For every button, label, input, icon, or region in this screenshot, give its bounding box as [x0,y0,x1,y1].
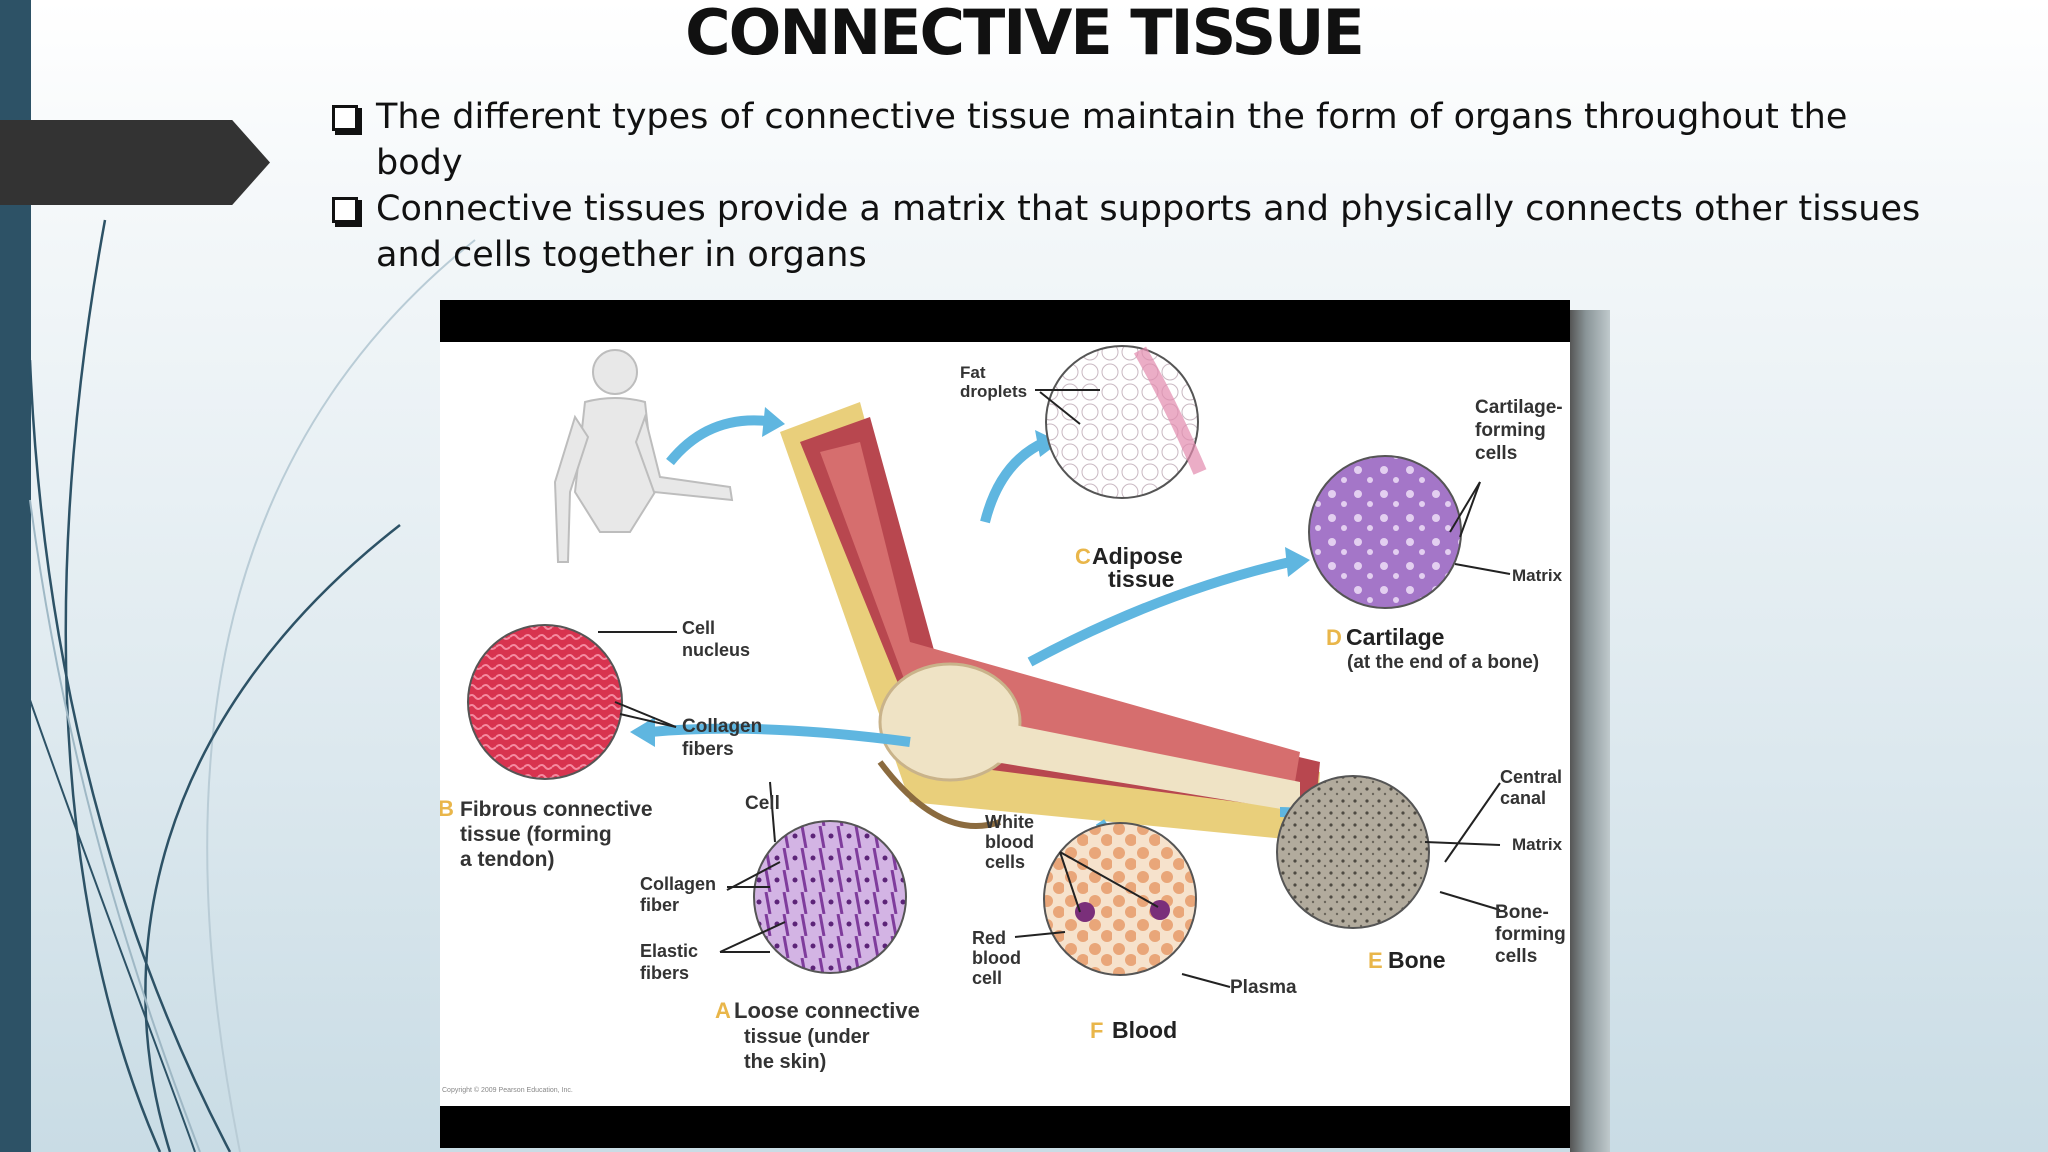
matrix-cartilage-label: Matrix [1512,566,1563,585]
fibrous-label-line: Fibrous connective [460,798,653,821]
collagen-fibers-label-line: fibers [682,739,734,760]
white-blood-label-line: cells [985,852,1025,872]
cartilage-label-line: Cartilage [1346,624,1444,650]
loose-label-line: tissue (under [744,1026,870,1048]
fibrous-letter: B [440,796,454,821]
checkbox-bullet-icon [332,105,362,135]
red-blood-label-line: blood [972,948,1021,968]
loose-label-line: Loose connective [734,998,920,1023]
tissue-illustration: Fat droplets C Adipose tissue Cartilage-… [440,345,1566,1094]
fibrous-tissue-circle [467,624,623,780]
collagen-fiber-label-line: Collagen [640,874,716,894]
leader-lines [598,389,1511,988]
elastic-fibers-label-line: fibers [640,963,689,983]
bullet-list: The different types of connective tissue… [330,94,1930,278]
bone-forming-label-line: cells [1495,946,1537,967]
loose-letter: A [715,998,731,1023]
central-canal-label-line: canal [1500,788,1546,808]
loose-tissue-circle [753,820,907,974]
figure-top-band [440,300,1570,342]
cartilage-forming-label-line: cells [1475,443,1517,464]
cartilage-forming-label-line: forming [1475,420,1546,441]
adipose-letter: C [1075,544,1091,569]
checkbox-bullet-icon [332,197,362,227]
collagen-fibers-label-line: Collagen [682,716,762,737]
red-blood-label-line: cell [972,968,1002,988]
fibrous-label-line: tissue (forming [460,823,612,846]
loose-label-line: the skin) [744,1051,826,1073]
decorative-swirls [28,219,476,1152]
human-figure [553,349,734,563]
bullet-text: Connective tissues provide a matrix that… [376,189,1921,275]
cartilage-forming-label-line: Cartilage- [1475,397,1563,418]
white-blood-label-line: blood [985,832,1034,852]
bullet-item: Connective tissues provide a matrix that… [330,186,1930,278]
fat-droplets-label-line: Fat [960,363,986,382]
fat-droplets-label-line: droplets [960,382,1027,401]
cartilage-tissue-circle [1308,455,1462,609]
figure-copyright: Copyright © 2009 Pearson Education, Inc. [442,1086,573,1094]
figure-bottom-band [440,1106,1570,1148]
elastic-fibers-label-line: Elastic [640,941,698,961]
bullet-text: The different types of connective tissue… [376,97,1848,183]
cartilage-letter: D [1326,625,1342,650]
cartilage-label-line: (at the end of a bone) [1347,652,1539,673]
blood-letter: F [1090,1018,1103,1043]
central-canal-label-line: Central [1500,767,1562,787]
connective-tissue-figure: Fat droplets C Adipose tissue Cartilage-… [440,300,1570,1148]
plasma-label: Plasma [1230,977,1297,998]
matrix-bone-label: Matrix [1512,835,1563,854]
cell-nucleus-label-line: Cell [682,618,715,638]
slide-tab-marker [0,120,270,205]
adipose-label-line: Adipose [1092,543,1183,569]
cell-label: Cell [745,793,780,814]
bone-letter: E [1368,948,1383,973]
slide-title: CONNECTIVE TISSUE [685,0,1365,69]
bullet-item: The different types of connective tissue… [330,94,1930,186]
red-blood-label-line: Red [972,928,1006,948]
blood-tissue-circle [1043,822,1197,976]
bone-tissue-circle [1276,775,1430,929]
arm-illustration [780,402,1320,842]
bone-label-line: Bone [1388,947,1446,973]
bone-forming-label-line: Bone- [1495,902,1549,923]
blood-label-line: Blood [1112,1017,1177,1043]
figure-shadow [1570,310,1610,1152]
adipose-label-line: tissue [1108,566,1174,592]
bone-forming-label-line: forming [1495,924,1566,945]
white-blood-label-line: White [985,812,1034,832]
fibrous-label-line: a tendon) [460,848,555,871]
cell-nucleus-label-line: nucleus [682,640,750,660]
collagen-fiber-label-line: fiber [640,895,679,915]
